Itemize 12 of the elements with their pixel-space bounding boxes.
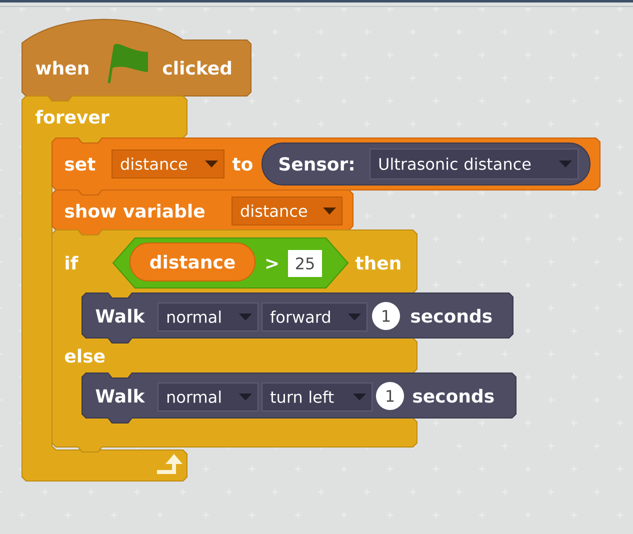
reporter-block: distance bbox=[130, 242, 256, 282]
dropdown-menu: Ultrasonic distance bbox=[370, 148, 578, 180]
dropdown-menu: distance bbox=[112, 150, 224, 178]
hat-block: when clicked bbox=[22, 18, 252, 102]
dropdown-menu: distance bbox=[232, 196, 342, 226]
number-input: 25 bbox=[288, 250, 322, 277]
dropdown-menu: normal bbox=[158, 302, 258, 332]
dropdown-menu: turn left bbox=[262, 382, 372, 412]
dropdown-menu: normal bbox=[158, 382, 258, 412]
number-input: 1 bbox=[372, 302, 400, 330]
number-input: 1 bbox=[376, 382, 404, 410]
dropdown-menu: forward bbox=[262, 302, 368, 332]
